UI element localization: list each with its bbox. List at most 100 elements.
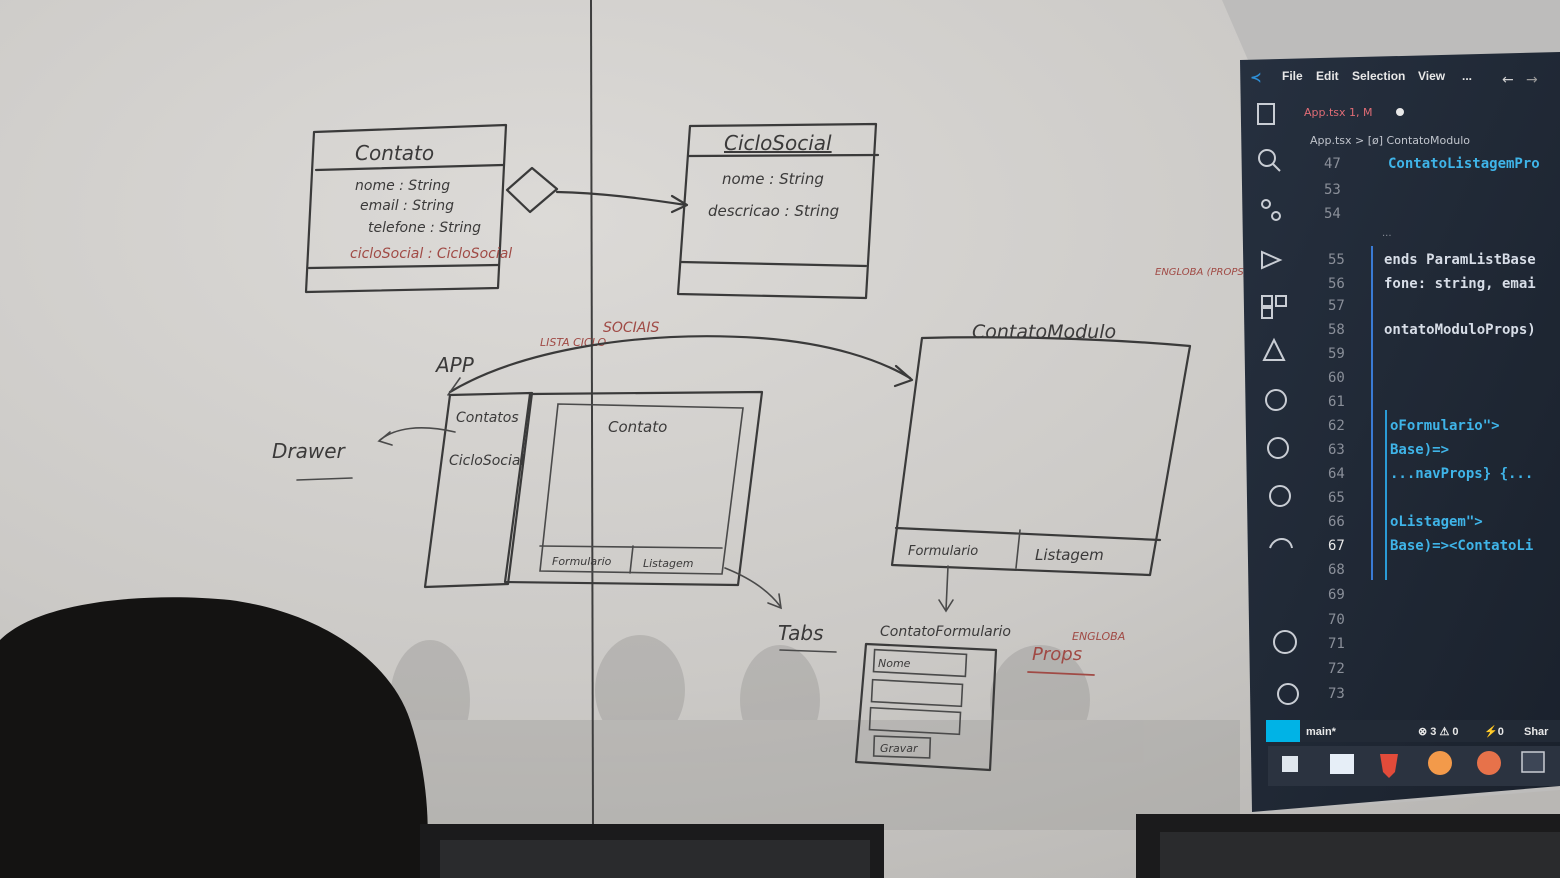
drawer-item-ciclo: CicloSocial: [449, 453, 524, 469]
app-label: APP: [434, 353, 475, 377]
line-number: 56: [1328, 276, 1345, 292]
line-number: 61: [1328, 394, 1345, 410]
ciclo-attr-descricao: descricao : String: [708, 202, 839, 220]
drawer-label: Drawer: [272, 439, 347, 463]
line-number: 69: [1328, 587, 1345, 603]
azure-icon: [1262, 337, 1286, 361]
menu-edit: Edit: [1316, 69, 1339, 83]
live-share-icon: [1269, 538, 1293, 549]
line-number: 64: [1328, 466, 1345, 482]
search-icon: [1258, 149, 1276, 167]
person-head-silhouette: [0, 597, 428, 878]
account-icon: [1273, 630, 1297, 654]
line-number: 59: [1328, 346, 1345, 362]
line-number: 58: [1328, 322, 1345, 338]
aggregation-arrow: [505, 166, 689, 214]
editor-breadcrumb: App.tsx > [ø] ContatoModulo: [1310, 134, 1470, 147]
line-number: 71: [1328, 636, 1345, 652]
menu-view: View: [1418, 69, 1446, 83]
line-number: 67: [1328, 538, 1345, 554]
status-ports: ⚡0: [1484, 725, 1504, 738]
app-icon: [1477, 751, 1501, 775]
ciclo-class-title: CicloSocial: [724, 131, 832, 155]
line-number: 63: [1328, 442, 1345, 458]
extensions-icon: [1261, 295, 1273, 307]
code-line[interactable]: ContatoListagemPro: [1388, 156, 1540, 172]
terminal-icon: [1521, 751, 1545, 773]
code-line[interactable]: ontatoModuloProps): [1384, 322, 1536, 338]
board-reflections: [380, 635, 1240, 830]
code-line[interactable]: ...navProps} {...: [1390, 466, 1533, 482]
formulario-props-label: Props: [1032, 644, 1082, 665]
brave-icon: [1380, 754, 1398, 778]
run-debug-icon: [1261, 250, 1283, 270]
code-line[interactable]: oListagem">: [1390, 514, 1483, 530]
line-number: 65: [1328, 490, 1345, 506]
remote-indicator: [1266, 720, 1300, 742]
gitlens-icon: [1265, 389, 1287, 411]
vscode-logo-icon: ≺: [1250, 70, 1262, 86]
line-number: 57: [1328, 298, 1345, 314]
contato-attr-nome: nome : String: [355, 178, 450, 194]
contato-class-title: Contato: [355, 141, 434, 165]
file-explorer-icon: [1330, 754, 1354, 774]
contato-attr-email: email : String: [360, 198, 454, 214]
line-number: 60: [1328, 370, 1345, 386]
vscode-window: [1240, 52, 1560, 812]
ciclo-social-class-box: CicloSocial nome : String descricao : St…: [676, 122, 880, 300]
contato-attr-telefone: telefone : String: [368, 220, 481, 236]
editor-tab-app: App.tsx 1, M: [1304, 106, 1373, 119]
line-number: 54: [1324, 206, 1341, 222]
nav-back-icon: ←: [1502, 72, 1514, 88]
nav-forward-icon: →: [1526, 72, 1538, 88]
source-control-icon: [1261, 199, 1271, 209]
line-number: 66: [1328, 514, 1345, 530]
unsaved-dot-icon: [1396, 108, 1404, 116]
contato-formulario-title: ContatoFormulario: [880, 624, 1011, 640]
sociais-note: SOCIAIS: [603, 320, 660, 336]
line-number: 68: [1328, 562, 1345, 578]
contato-class-box: Contato nome : String email : String tel…: [304, 123, 512, 294]
browser-icon: [1428, 751, 1452, 775]
contato-formulario-sketch: ContatoFormulario ENGLOBA Props Nome Gra…: [854, 624, 1125, 772]
lista-ciclo-note: LISTA CICLO: [540, 336, 606, 349]
line-number: 53: [1324, 182, 1341, 198]
line-number: 47: [1324, 156, 1341, 172]
line-number: 70: [1328, 612, 1345, 628]
code-line[interactable]: Base)=>: [1390, 442, 1449, 458]
settings-gear-icon: [1277, 683, 1299, 705]
formulario-field-nome: Nome: [878, 657, 911, 670]
screen-tab-listagem: Listagem: [643, 557, 693, 570]
formulario-gravar-button: Gravar: [880, 742, 919, 755]
board-seam: [590, 0, 594, 831]
taskbar: [1268, 746, 1560, 786]
menu-file: File: [1282, 69, 1303, 83]
contato-attr-ciclo: cicloSocial : CicloSocial: [350, 246, 512, 262]
code-line[interactable]: Base)=><ContatoLi: [1390, 538, 1533, 554]
modulo-tab-formulario: Formulario: [908, 544, 978, 559]
line-number: 62: [1328, 418, 1345, 434]
modulo-tab-listagem: Listagem: [1035, 546, 1104, 564]
app-sketch: APP LISTA CICLO SOCIAIS Contatos CicloSo…: [272, 320, 914, 653]
projected-vscode: ≺ File Edit Selection View ... ← →: [1222, 0, 1560, 814]
status-problems: ⊗ 3 ⚠ 0: [1418, 726, 1458, 738]
status-branch: main*: [1306, 726, 1337, 738]
menu-more: ...: [1462, 69, 1472, 83]
menu-selection: Selection: [1352, 69, 1405, 83]
windows-start-icon: [1282, 756, 1298, 772]
github-icon: [1269, 485, 1291, 507]
folded-ellipsis: ...: [1382, 228, 1392, 239]
status-bar: [1266, 720, 1560, 742]
screen-tab-formulario: Formulario: [552, 555, 612, 568]
status-share: Shar: [1524, 726, 1549, 738]
line-number: 73: [1328, 686, 1345, 702]
code-line[interactable]: ends ParamListBase: [1384, 252, 1536, 268]
formulario-engloba-note: ENGLOBA: [1072, 630, 1125, 643]
code-line[interactable]: fone: string, emai: [1384, 276, 1536, 292]
contato-screen-title: Contato: [608, 418, 667, 436]
tabs-label: Tabs: [778, 621, 824, 645]
code-line[interactable]: oFormulario">: [1390, 418, 1500, 434]
contato-modulo-note: ENGLOBA (PROPS): [1155, 267, 1248, 278]
